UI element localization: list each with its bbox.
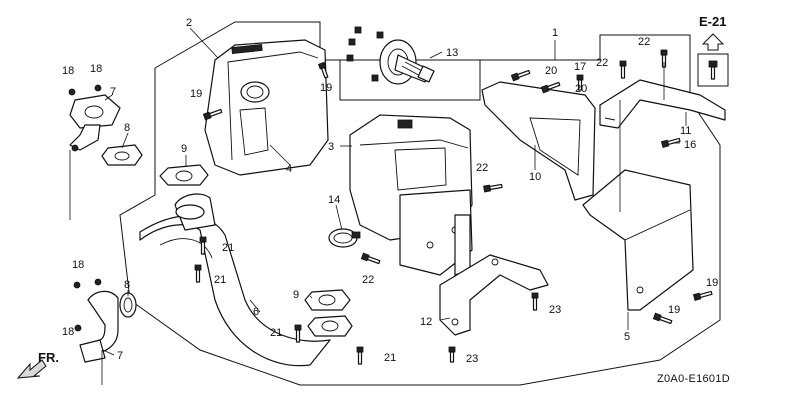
up-arrow-icon — [701, 33, 725, 51]
callout-labels: 1 2 3 4 5 6 7 7 8 8 9 9 10 11 12 13 14 1… — [62, 17, 718, 365]
callout-22-c: 22 — [476, 162, 488, 174]
elbow-gasket-part-8 — [119, 292, 137, 318]
callout-1: 1 — [552, 27, 558, 39]
callout-9-upper: 9 — [181, 143, 187, 155]
callout-22-a: 22 — [638, 36, 650, 48]
leader-lines — [69, 27, 687, 385]
callout-8-upper: 8 — [124, 122, 130, 134]
callout-4: 4 — [286, 163, 292, 175]
callout-16: 16 — [684, 139, 696, 151]
bolt-icon — [708, 60, 718, 80]
callout-21-d: 21 — [384, 352, 396, 364]
callout-19-b: 19 — [320, 82, 332, 94]
drawing-code: Z0A0-E1601D — [657, 373, 730, 385]
front-direction-arrow-icon — [16, 359, 47, 379]
callout-10: 10 — [529, 171, 541, 183]
bolt-icon — [531, 292, 539, 311]
callout-19-a: 19 — [190, 88, 202, 100]
bolt-icon — [346, 54, 354, 62]
callout-18-c: 18 — [72, 259, 84, 271]
bolt-icon — [354, 26, 362, 34]
gasket-part-9 — [159, 164, 353, 337]
bolt-icon — [202, 108, 223, 121]
callout-17: 17 — [574, 61, 586, 73]
bolt-icon — [294, 324, 302, 343]
bolt-icon — [510, 69, 531, 82]
callout-3: 3 — [328, 141, 334, 153]
heat-shield-part-5 — [582, 169, 694, 311]
callout-20-a: 20 — [545, 65, 557, 77]
spark-arrester-part-13 — [379, 39, 435, 85]
bolt-detail-box — [697, 53, 729, 87]
direction-label: FR. — [38, 350, 59, 365]
bolt-icon — [576, 74, 584, 91]
callout-23-b: 23 — [466, 353, 478, 365]
callout-20-b: 20 — [575, 83, 587, 95]
callout-21-b: 21 — [214, 274, 226, 286]
bolt-icon — [317, 61, 329, 79]
bolt-icon — [194, 264, 202, 283]
callout-2: 2 — [186, 17, 192, 29]
exhaust-pipe-part-6 — [139, 193, 331, 367]
flange-gasket-part-8 — [101, 144, 143, 166]
bracket-part-11 — [599, 79, 726, 129]
muffler-body-part-3 — [349, 114, 473, 276]
page-code: E-21 — [699, 14, 726, 29]
callout-18-b: 18 — [90, 63, 102, 75]
bolt-icon — [448, 346, 456, 363]
callout-8-lower: 8 — [124, 279, 130, 291]
callout-13: 13 — [446, 47, 458, 59]
callout-7-upper: 7 — [110, 86, 116, 98]
callout-19-c: 19 — [706, 277, 718, 289]
front-direction-indicator: FR. — [16, 350, 59, 379]
exhaust-flange-part-7 — [68, 84, 121, 152]
muffler-cover-part-4 — [204, 39, 329, 176]
callout-12: 12 — [420, 316, 432, 328]
callout-22-b: 22 — [596, 57, 608, 69]
callout-7-lower: 7 — [117, 350, 123, 362]
bolt-icon — [348, 38, 356, 46]
bolt-icon — [652, 312, 673, 325]
bolt-icon — [660, 137, 681, 148]
pipe-clamp-part-14 — [328, 228, 361, 248]
bolt-icon — [360, 252, 381, 265]
callout-18-a: 18 — [62, 65, 74, 77]
bolt-icons — [194, 26, 713, 365]
callout-21-c: 21 — [270, 327, 282, 339]
bracket-part-12 — [439, 254, 549, 336]
callout-21-a: 21 — [222, 242, 234, 254]
callout-19-d: 19 — [668, 304, 680, 316]
page-code-block: E-21 — [697, 14, 729, 87]
callout-11: 11 — [680, 125, 691, 137]
callout-18-d: 18 — [62, 326, 74, 338]
elbow-pipe-part-7 — [73, 278, 119, 363]
callout-6: 6 — [253, 306, 259, 318]
bolt-icon — [199, 236, 207, 255]
callout-5: 5 — [624, 331, 630, 343]
callout-14: 14 — [328, 194, 340, 206]
bolt-icon — [619, 60, 627, 79]
bolt-icon — [540, 81, 561, 94]
callout-22-d: 22 — [362, 274, 374, 286]
callout-23-a: 23 — [549, 304, 561, 316]
bolt-icon — [376, 31, 384, 39]
bolt-icon — [692, 290, 713, 301]
bolt-icon — [356, 346, 364, 365]
bolt-icon — [371, 74, 379, 82]
bolt-icon — [483, 183, 503, 193]
callout-9-lower: 9 — [293, 289, 299, 301]
